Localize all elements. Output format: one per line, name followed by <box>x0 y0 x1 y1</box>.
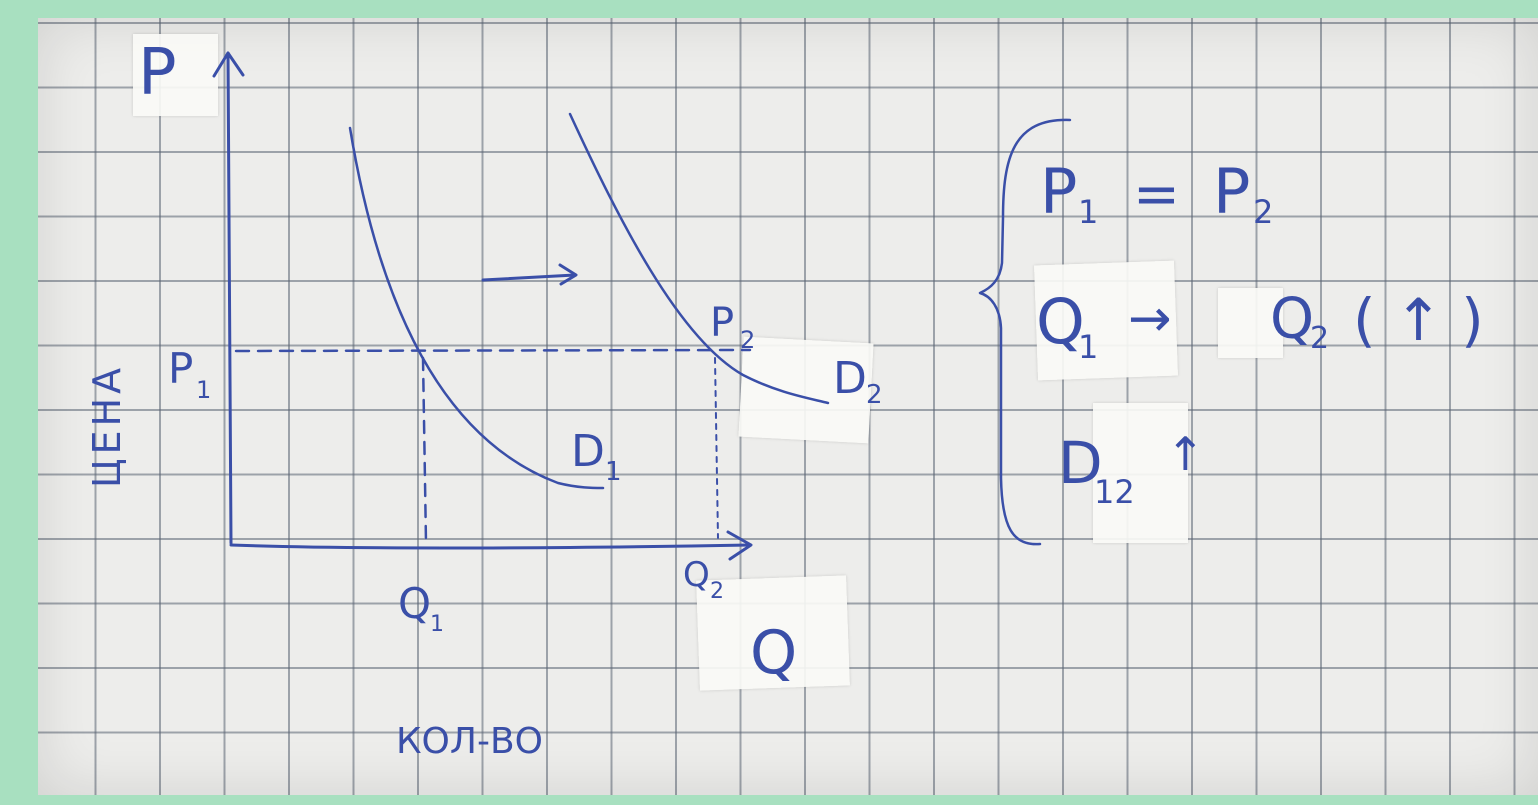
system-q1: Q <box>1036 285 1085 358</box>
system-p1-sub: 1 <box>1078 193 1098 231</box>
tape-patch-system-q2 <box>1218 288 1283 358</box>
y-axis-symbol: P <box>138 36 177 110</box>
system-brace <box>978 118 1072 546</box>
price-label-sub: 1 <box>196 376 211 404</box>
quantity1-label-sub: 1 <box>430 612 444 637</box>
system-p2-sub: 2 <box>1253 193 1273 231</box>
system-q1-sub: 1 <box>1078 328 1098 366</box>
system-arrow: → <box>1128 289 1172 349</box>
curve1-label: D <box>571 426 605 477</box>
demand-curve-d2 <box>568 112 830 405</box>
system-p1: P <box>1040 155 1077 228</box>
tape-patch-system-d12 <box>1093 403 1188 543</box>
quantity2-label: Q <box>683 555 710 595</box>
x-axis-symbol: Q <box>750 618 797 688</box>
system-d: D <box>1058 429 1103 497</box>
system-q2-sub: 2 <box>1310 321 1329 356</box>
y-axis <box>212 51 245 545</box>
shift-arrow-icon <box>481 263 578 286</box>
curve2-label: D <box>833 353 867 404</box>
quantity1-label: Q <box>398 579 431 628</box>
price2-label-sub: 2 <box>740 326 755 354</box>
q2-dotted-line <box>714 357 719 539</box>
price-dashed-line <box>234 348 752 353</box>
x-axis-word: КОЛ-ВО <box>396 721 543 762</box>
system-p2: P <box>1213 155 1250 228</box>
y-axis-word: ЦЕНА <box>85 364 129 488</box>
system-up-arrow: ↑ <box>1166 427 1205 481</box>
system-q2: Q <box>1270 287 1314 352</box>
system-d-sub: 12 <box>1094 473 1135 511</box>
tape-patch-p-label <box>133 34 218 116</box>
demand-curve-d1 <box>348 126 605 490</box>
grid-paper: P ЦЕНА P 1 P 2 D 1 D 2 Q 1 Q 2 Q КОЛ-ВО … <box>38 18 1538 795</box>
quantity2-label-sub: 2 <box>710 579 724 604</box>
price-label: P <box>168 344 193 393</box>
x-axis <box>229 530 753 561</box>
system-equals: = <box>1133 162 1180 227</box>
price2-label: P <box>710 300 734 346</box>
q1-dashed-line <box>421 356 428 545</box>
system-paren-up: ( ↑ ) <box>1353 286 1484 354</box>
curve2-label-sub: 2 <box>866 380 883 410</box>
curve1-label-sub: 1 <box>605 457 622 487</box>
economics-diagram: P ЦЕНА P 1 P 2 D 1 D 2 Q 1 Q 2 Q КОЛ-ВО … <box>85 36 1484 762</box>
